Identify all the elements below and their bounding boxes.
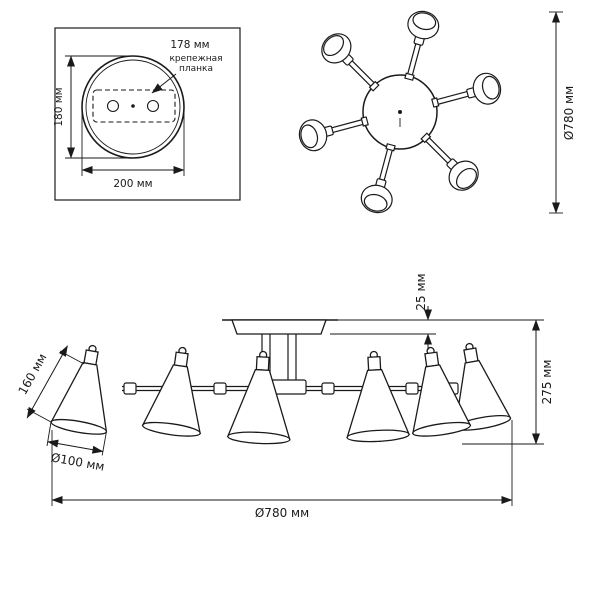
dim-shade-diameter bbox=[46, 421, 107, 456]
canopy-outline-inner bbox=[85, 59, 181, 155]
shade-rim bbox=[227, 431, 291, 445]
shade-top-opening bbox=[455, 167, 477, 189]
shade-top-opening bbox=[323, 35, 345, 57]
mount-hole-left bbox=[106, 99, 120, 113]
arm-joint bbox=[405, 382, 419, 395]
dim-mount-height-label: 180 мм bbox=[53, 87, 65, 126]
top-view: Ø780 мм bbox=[298, 10, 576, 214]
shade-cone-1 bbox=[50, 344, 108, 435]
canopy-side bbox=[231, 319, 327, 335]
center-mark bbox=[131, 104, 135, 108]
dim-shade-height-label: 160 мм bbox=[16, 351, 50, 397]
mounting-plate-label-line2: планка bbox=[179, 64, 213, 74]
top-view-arm-3 bbox=[431, 72, 502, 108]
arm-joint bbox=[213, 382, 227, 395]
shade-rim bbox=[50, 418, 108, 435]
dim-overall-width-label: Ø780 мм bbox=[255, 506, 309, 520]
shade-cone-3 bbox=[226, 350, 291, 445]
shade-body bbox=[346, 368, 411, 439]
hub-center-dot bbox=[398, 110, 402, 114]
mount-hole-right bbox=[146, 99, 160, 113]
dim-plate-width-label: 178 мм bbox=[170, 39, 209, 51]
shade-neck bbox=[255, 356, 270, 371]
shade-rim bbox=[346, 429, 410, 443]
shade-rim bbox=[412, 421, 471, 437]
shade-body bbox=[226, 368, 291, 441]
shade-top-opening bbox=[363, 193, 388, 212]
top-view-arm-1 bbox=[321, 33, 380, 92]
shade-cone-5 bbox=[412, 346, 472, 437]
shade-neck bbox=[173, 351, 189, 368]
shade-cone-4 bbox=[346, 350, 411, 443]
side-view: 25 мм 275 мм 160 мм Ø100 мм Ø780 мм bbox=[16, 273, 554, 520]
shade-top-opening bbox=[481, 75, 500, 100]
top-view-arm-2 bbox=[404, 10, 440, 81]
top-view-arm-5 bbox=[360, 143, 396, 214]
dim-canopy-height bbox=[330, 306, 436, 350]
dim-shade-height bbox=[26, 345, 85, 423]
dim-overall-width bbox=[51, 420, 513, 506]
shade-top-opening bbox=[300, 124, 319, 149]
top-view-arm-6 bbox=[298, 116, 369, 152]
mounting-plate-label-line1: крепежная bbox=[169, 54, 222, 64]
dim-total-height-label: 275 мм bbox=[540, 360, 554, 405]
dim-total-height bbox=[338, 319, 544, 445]
shade-neck bbox=[367, 356, 382, 371]
dim-top-view-diameter-label: Ø780 мм bbox=[562, 86, 576, 140]
dim-mount-height bbox=[65, 55, 129, 159]
arm-joint bbox=[321, 382, 335, 395]
dim-top-view-diameter bbox=[549, 11, 563, 214]
mount-detail-panel: 178 мм крепежная планка 180 мм 200 мм bbox=[53, 27, 241, 201]
shade-top-opening bbox=[412, 12, 437, 31]
detail-box-frame bbox=[54, 27, 241, 201]
shade-rim bbox=[142, 421, 201, 437]
shade-cone-2 bbox=[141, 346, 201, 437]
shade-neck bbox=[424, 351, 440, 368]
dim-canopy-height-label: 25 мм bbox=[414, 273, 428, 310]
dim-shade-diameter-label: Ø100 мм bbox=[50, 450, 106, 473]
plate-leader-arrow bbox=[151, 73, 177, 94]
dim-mount-width-label: 200 мм bbox=[113, 178, 152, 190]
top-view-arm-4 bbox=[420, 132, 479, 191]
arm-joint bbox=[123, 382, 137, 395]
mounting-plate bbox=[92, 89, 176, 123]
dim-mount-width bbox=[81, 111, 185, 176]
